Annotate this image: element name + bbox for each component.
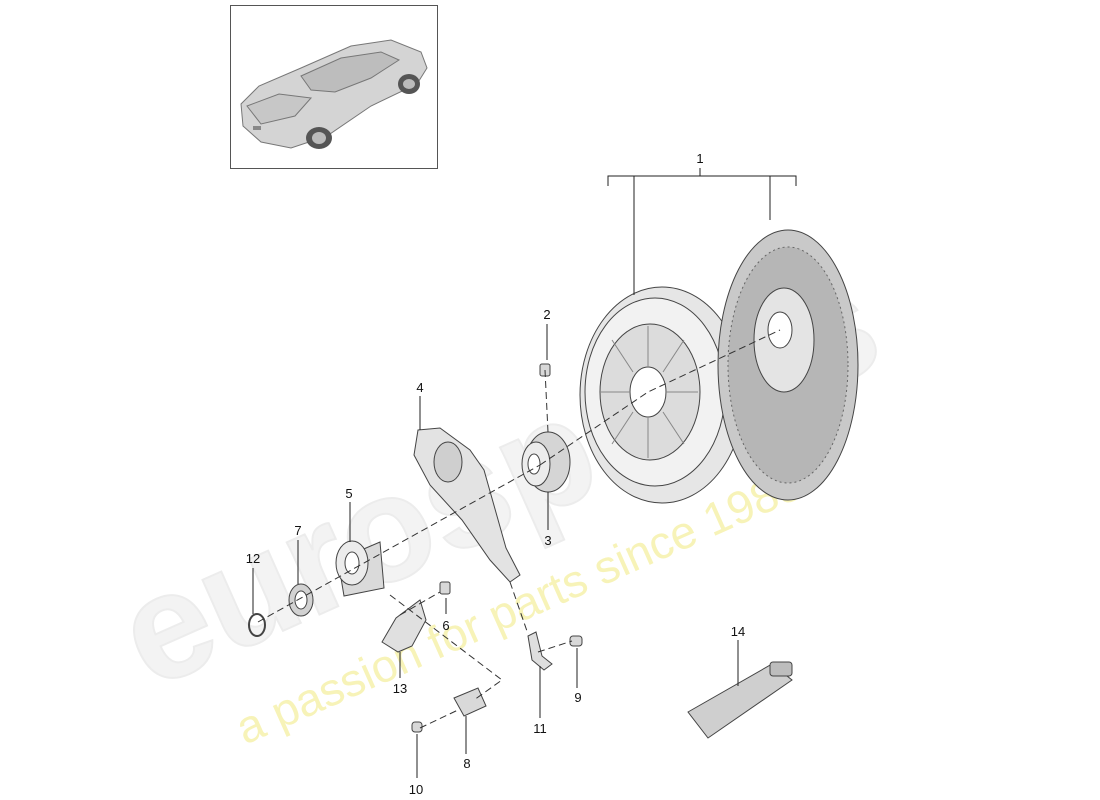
vehicle-thumbnail: [230, 5, 438, 169]
part-12-o-ring: [248, 613, 266, 637]
callout-13: 13: [393, 681, 407, 696]
callout-1: 1: [696, 151, 703, 166]
callout-10: 10: [409, 782, 423, 797]
part-13-retaining-plate: [381, 599, 427, 653]
part-8-sensor: [453, 687, 487, 717]
callout-6: 6: [442, 618, 449, 633]
assembly-axes: [257, 329, 781, 729]
callout-4: 4: [416, 380, 423, 395]
clutch-disc: [717, 229, 859, 501]
callout-2: 2: [543, 307, 550, 322]
part-10-screw: [411, 721, 423, 733]
callout-8: 8: [463, 756, 470, 771]
part-14-grease-tube: [687, 661, 793, 739]
part-4-release-lever: [413, 427, 521, 583]
convertible-car-icon: [240, 39, 428, 149]
leader-lines: [252, 168, 797, 778]
callout-12: 12: [246, 551, 260, 566]
callout-9: 9: [574, 690, 581, 705]
callout-3: 3: [544, 533, 551, 548]
callout-numbers: 1 2 3 4 5 6 7 8 9 10 11 12 13 14: [246, 151, 745, 797]
part-7-seal-ring: [288, 583, 314, 617]
part-3-release-bearing: [521, 431, 571, 493]
callout-7: 7: [294, 523, 301, 538]
part-6-bolt: [439, 581, 451, 595]
part-9-screw: [569, 635, 583, 647]
callout-5: 5: [345, 486, 352, 501]
callout-14: 14: [731, 624, 745, 639]
callout-11: 11: [533, 721, 547, 736]
part-5-guide-sleeve: [335, 540, 385, 597]
pressure-plate: [579, 286, 745, 504]
